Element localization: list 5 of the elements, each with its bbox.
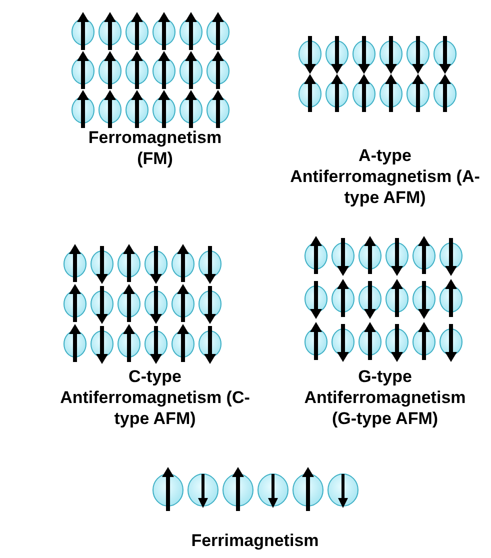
phase-caption: C-type Antiferromagnetism (C-type AFM) <box>60 366 250 429</box>
phase-caption: Ferromagnetism (FM) <box>87 127 223 169</box>
phase-caption: A-type Antiferromagnetism (A-type AFM) <box>290 145 480 208</box>
phase-caption: G-type Antiferromagnetism (G-type AFM) <box>303 366 467 429</box>
phase-caption: Ferrimagnetism <box>190 530 320 551</box>
